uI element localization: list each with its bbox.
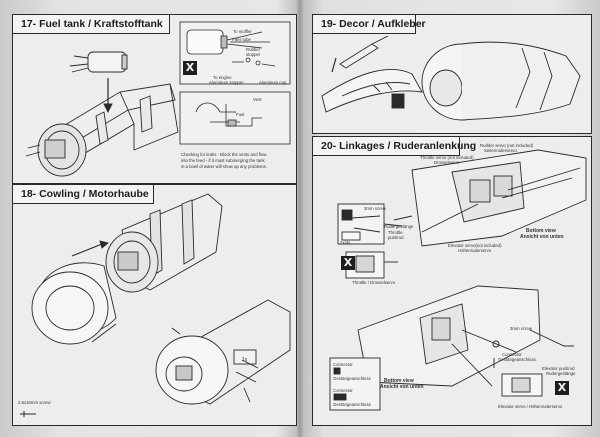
prohibited-icon: X <box>183 61 197 75</box>
grub-screw-label: 3mm screw <box>364 206 386 211</box>
linkages-title: 20- Linkages / Ruderanlenkung <box>313 137 476 156</box>
prohibited-icon-elevator: X <box>555 381 569 395</box>
rudder-servo-de-label: Seitenruderservo <box>484 148 517 153</box>
vent-label: Vent <box>253 97 262 102</box>
leak-note-2: into the feed - if it must submerging th… <box>181 158 265 163</box>
throttle-servo-de-label: Drosselservo <box>434 160 460 165</box>
elevator-pushrod-de-label: Rudergestänge <box>546 371 576 376</box>
connector-label: Connector <box>333 362 353 367</box>
connector-label-2: Connector <box>502 352 522 357</box>
prohibited-icon-throttle: X <box>341 256 355 270</box>
connector-label-b: Connector <box>333 388 353 393</box>
fuel-tank-title: 17- Fuel tank / Kraftstofftank <box>13 15 170 34</box>
qty-label: 2x/4x <box>340 240 351 245</box>
left-page: 17- Fuel tank / Kraftstofftank <box>0 0 298 437</box>
fuel-label: Fuel <box>236 112 245 117</box>
page-fold <box>296 0 304 437</box>
aluminum-cap-label: Aluminum cap <box>259 80 287 85</box>
aluminum-stopper-label: Aluminum stopper <box>209 80 244 85</box>
bottom-view-de-label-1: Ansicht von unten <box>520 234 564 240</box>
cowling-illustration <box>20 193 291 417</box>
to-muffler-label: To muffler <box>233 29 252 34</box>
bottom-view-label-1: Bottom view <box>526 228 556 234</box>
bottom-view-de-label-2: Ansicht von unten <box>380 384 424 390</box>
elevator-servo-caption: Elevator servo / Höhenruderservo <box>498 404 563 409</box>
rudder-servo-label: Rudder servo (not included) <box>480 143 534 148</box>
screw-label: 2.6x10mm screw <box>18 400 51 405</box>
leak-note-3: in a bowl of water will show up any prob… <box>181 164 267 169</box>
linkages-illustration <box>329 149 587 411</box>
throttle-pushrod-de-label: Rudergestänge <box>384 224 414 229</box>
decor-illustration <box>321 35 581 121</box>
fuel-tank-illustration <box>25 21 291 177</box>
throttle-servo-caption: Throttle / Drosselservo <box>352 280 396 285</box>
elevator-pushrod-label: Elevator pushrod <box>542 366 575 371</box>
filler-tube-label: Filler tube <box>232 37 251 42</box>
leak-note-1: Checking for leaks - Block the vents and… <box>181 152 267 157</box>
to-engine-label: To engine <box>213 75 232 80</box>
throttle-servo-label: Throttle servo (not included) <box>420 155 474 160</box>
bottom-view-label-2: Bottom view <box>384 378 414 384</box>
elevator-servo-label: Elevator servo(not included) <box>448 243 502 248</box>
grub-screw-label-2: 3mm screw <box>510 326 532 331</box>
throttle-pushrod-label-2: pushrod <box>388 235 404 240</box>
decor-title: 19- Decor / Aufkleber <box>313 15 426 34</box>
connector-de-label-2: Gestängeanschluss <box>498 357 536 362</box>
connector-de-label: Gestängeanschluss <box>333 376 371 381</box>
cowling-title: 18- Cowling / Motorhaube <box>13 185 154 204</box>
rubber-stopper-label-2: stopper <box>246 52 261 57</box>
right-page: 19- Decor / Aufkleber 20- Linkages / Rud… <box>302 0 600 437</box>
elevator-servo-de-label: Höhenruderservo <box>458 248 492 253</box>
connector-de-label-b: Gestängeanschluss <box>333 402 371 407</box>
throttle-pushrod-label: Throttle <box>388 230 403 235</box>
qty-1x-label: 1x <box>242 357 248 363</box>
rubber-stopper-label: Rubber <box>246 47 261 52</box>
